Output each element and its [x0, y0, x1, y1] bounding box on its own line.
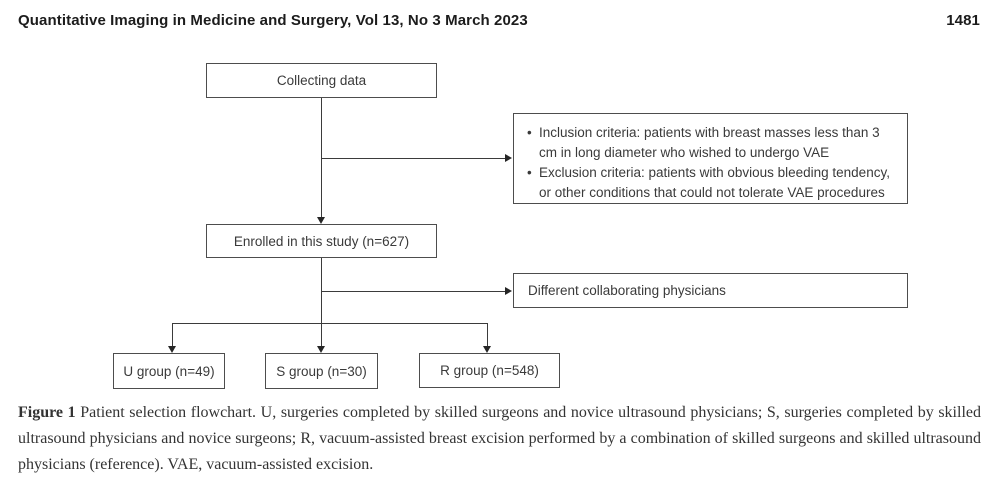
arrowhead-down-icon: [483, 346, 491, 353]
figure-caption: Figure 1 Patient selection flowchart. U,…: [18, 400, 981, 478]
connector-branch-horizontal: [172, 323, 488, 324]
connector-enrolled-to-branch: [321, 258, 322, 347]
arrowhead-down-icon: [168, 346, 176, 353]
arrowhead-right-icon: [505, 154, 512, 162]
flow-box-collaborating-physicians: Different collaborating physicians: [513, 273, 908, 308]
connector-stub-r-group: [487, 323, 488, 347]
journal-title: Quantitative Imaging in Medicine and Sur…: [18, 12, 528, 29]
connector-stub-u-group: [172, 323, 173, 347]
flow-box-u-group: U group (n=49): [113, 353, 225, 389]
figure-label: Figure 1: [18, 404, 76, 421]
flow-box-s-group: S group (n=30): [265, 353, 378, 389]
connector-collecting-to-enrolled: [321, 98, 322, 217]
connector-to-physicians: [322, 291, 505, 292]
arrowhead-right-icon: [505, 287, 512, 295]
arrowhead-down-icon: [317, 217, 325, 224]
flow-box-enrolled: Enrolled in this study (n=627): [206, 224, 437, 258]
page-header: Quantitative Imaging in Medicine and Sur…: [18, 12, 980, 29]
arrowhead-down-icon: [317, 346, 325, 353]
flow-box-criteria: Inclusion criteria: patients with breast…: [513, 113, 908, 204]
connector-to-criteria: [322, 158, 505, 159]
figure-caption-text: Patient selection flowchart. U, surgerie…: [18, 404, 981, 473]
criteria-exclusion-item: Exclusion criteria: patients with obviou…: [526, 163, 897, 203]
flow-box-r-group: R group (n=548): [419, 353, 560, 388]
flow-box-collecting-data: Collecting data: [206, 63, 437, 98]
page-number: 1481: [946, 12, 980, 29]
criteria-inclusion-item: Inclusion criteria: patients with breast…: [526, 123, 897, 163]
